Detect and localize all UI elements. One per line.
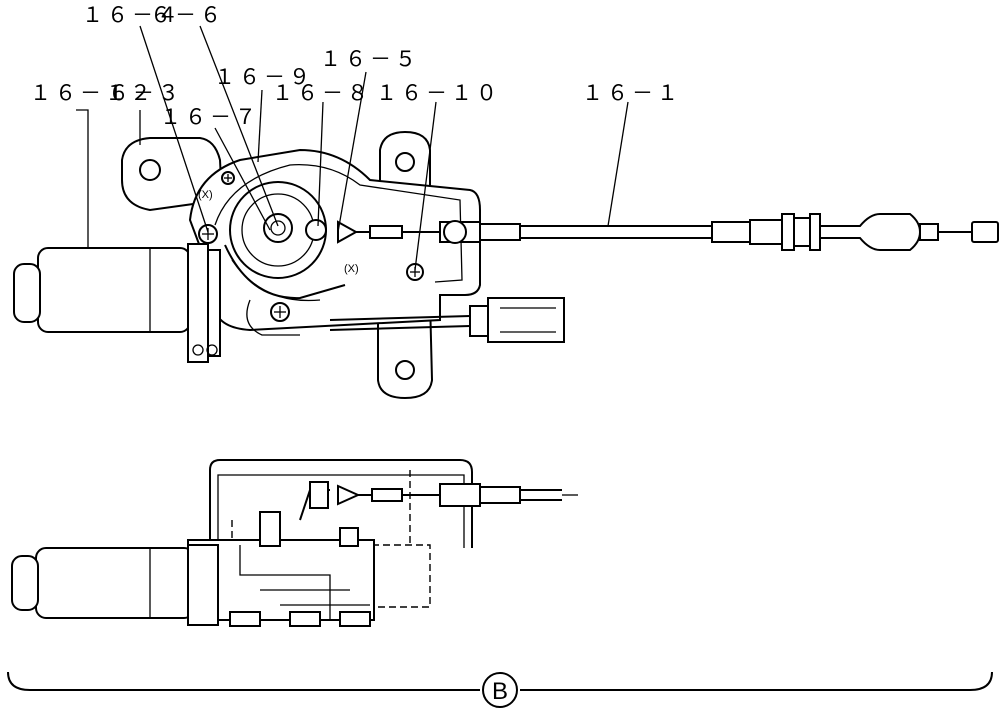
- cover-inner: [217, 474, 465, 548]
- lower-mount-tab: [377, 299, 434, 400]
- screw-lower: [270, 302, 290, 322]
- leader-16-12: [76, 109, 89, 248]
- bolt-top: [259, 511, 281, 547]
- hidden-lines: [231, 470, 411, 545]
- leader-16-9: [257, 89, 263, 163]
- top-view-assembly: (X) (X): [13, 130, 999, 400]
- nut-16-8: [305, 219, 327, 241]
- callout-16-9: １６－９: [214, 65, 314, 89]
- bracket-hole: [139, 159, 161, 181]
- nut-top: [339, 527, 359, 547]
- leader-16-8: [317, 101, 324, 227]
- wire-end-fitting: [369, 225, 403, 239]
- harness-clip: [246, 299, 300, 336]
- wire-harness-connector: [329, 297, 565, 343]
- callout-16-5: １６－５: [320, 47, 420, 71]
- leader-16-1: [607, 101, 629, 227]
- link-joint: [309, 481, 329, 509]
- callout-16-8: １６－８: [272, 81, 372, 105]
- bottom-view-assembly: [11, 459, 578, 627]
- hidden-box: [371, 544, 431, 608]
- center-nut-bore: [270, 220, 286, 236]
- callout-16-7: １６－７: [160, 105, 260, 129]
- actuator-housing: [188, 148, 481, 332]
- upper-mount-bracket: [121, 137, 224, 212]
- marking-x-upper: (X): [198, 189, 213, 201]
- foot-left: [229, 611, 261, 627]
- screw-16-4: [198, 224, 218, 244]
- view-marker-label: B: [492, 678, 508, 705]
- view-brace: B: [7, 671, 993, 708]
- view-marker-circle: [482, 672, 518, 708]
- housing-inner-edge: [214, 164, 463, 283]
- callout-16-3: ６－３: [108, 81, 183, 105]
- leader-16-7: [214, 127, 271, 231]
- center-nut: [263, 213, 293, 243]
- gearbox-internals: [239, 545, 370, 620]
- cable-end-side: [439, 483, 481, 507]
- callout-16-10: １６－１０: [376, 81, 501, 105]
- drive-motor: [13, 243, 221, 363]
- foot-mid: [289, 611, 321, 627]
- cover-outline: [209, 459, 473, 548]
- leader-16-6: [199, 25, 279, 227]
- leader-16-5: [337, 71, 367, 233]
- callout-16-12: １６－１２: [30, 81, 155, 105]
- clip-side: [337, 484, 361, 506]
- foot-right: [339, 611, 371, 627]
- gearbox-flange: [187, 544, 219, 626]
- control-cable: [439, 213, 999, 251]
- wire-fitting-side: [371, 488, 403, 502]
- marking-x-lower: (X): [344, 263, 359, 275]
- screw-16-10: [406, 263, 424, 281]
- callout-labels: １６－４ ６－６ １６－５ １６－９ １６－１２ ６－３ １６－８ １６－１０ …: [30, 3, 682, 129]
- callout-16-4: １６－４: [82, 3, 182, 27]
- callout-16-1: １６－１: [582, 81, 682, 105]
- screw-upper: [221, 171, 235, 185]
- sector-arm-inner: [231, 259, 321, 302]
- leader-lines: [76, 25, 629, 271]
- tab-hole-bottom: [395, 360, 415, 380]
- cable-ferrule-side: [479, 486, 521, 504]
- motor-side: [35, 547, 195, 619]
- callout-16-6: ６－６: [150, 3, 225, 27]
- motor-end-cap: [11, 555, 39, 611]
- leader-16-10: [414, 101, 437, 271]
- tab-hole-top: [395, 152, 415, 172]
- leader-16-4: [139, 25, 209, 233]
